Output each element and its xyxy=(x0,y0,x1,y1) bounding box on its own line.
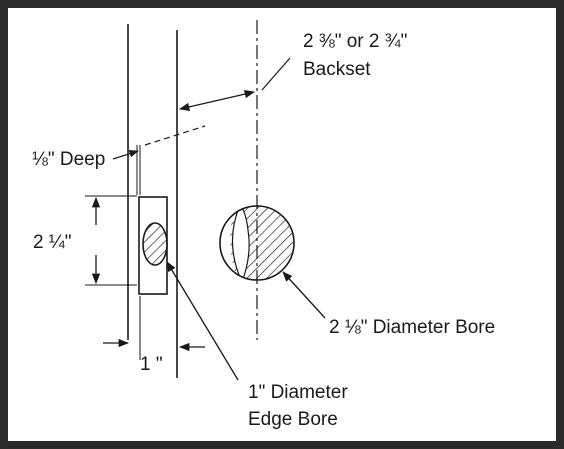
main-bore xyxy=(219,205,295,281)
deep-label: ⅛" Deep xyxy=(32,149,105,170)
deep-leader xyxy=(112,149,139,160)
main-bore-leader xyxy=(282,271,326,319)
backset-leader xyxy=(261,57,291,91)
door-bore-diagram: 2 ⅜" or 2 ¾" Backset ⅛" Deep 2 ¼" 1 " 1"… xyxy=(32,20,495,430)
height-label: 2 ¼" xyxy=(33,232,71,253)
edge-bore-label-2: Edge Bore xyxy=(248,409,338,430)
edge-width-label: 1 " xyxy=(140,354,163,375)
backset-label: Backset xyxy=(303,59,371,80)
backset-size-label: 2 ⅜" or 2 ¾" xyxy=(303,31,407,52)
backset-arrow xyxy=(178,90,256,111)
drawing-sheet: 2 ⅜" or 2 ¾" Backset ⅛" Deep 2 ¼" 1 " 1"… xyxy=(8,8,556,441)
deep-leader-dashed xyxy=(144,125,206,146)
edge-bore-label-1: 1" Diameter xyxy=(248,382,348,403)
main-bore-label: 2 ⅛" Diameter Bore xyxy=(329,317,495,338)
edge-bore-leader xyxy=(166,261,239,381)
edge-bore xyxy=(142,222,168,266)
edge-bore-hatch xyxy=(143,223,167,265)
